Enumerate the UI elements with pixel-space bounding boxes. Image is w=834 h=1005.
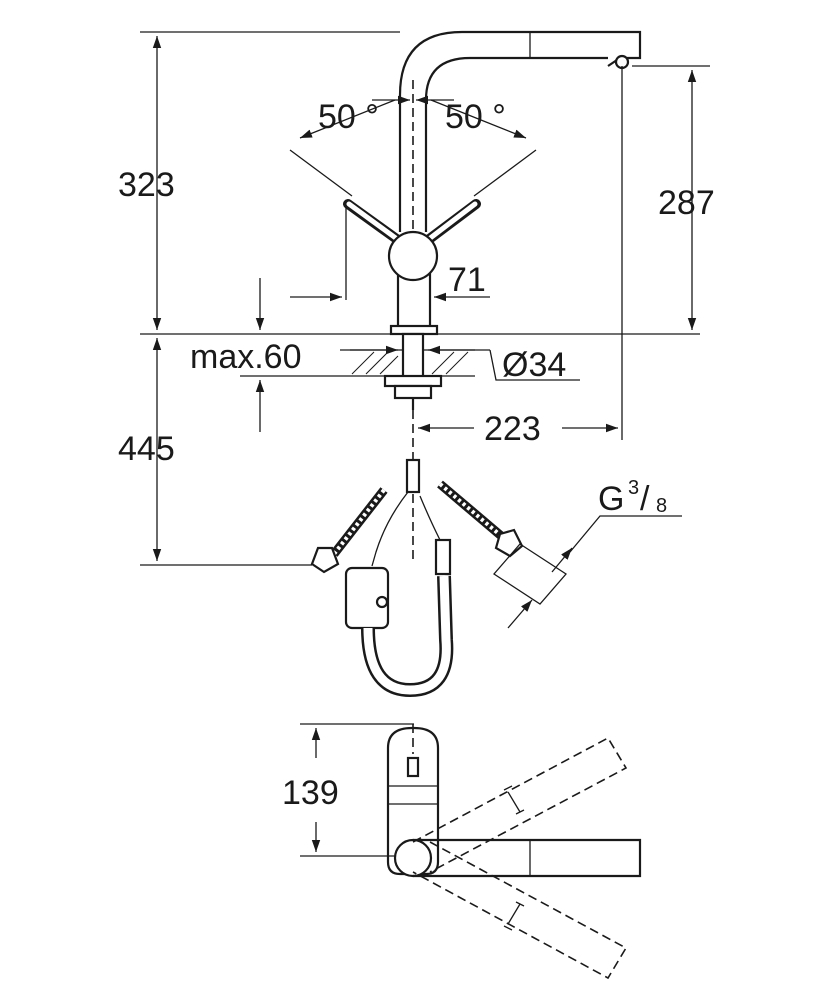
- angle-line-left: [289, 149, 353, 197]
- plan-spout-pivot: [393, 838, 433, 878]
- hose-coupling: [434, 538, 452, 576]
- dim-71: 71: [448, 261, 486, 299]
- dim-thread-denominator: 8: [656, 495, 667, 517]
- thread-leader-line: [569, 515, 682, 553]
- plan-spout-swivel-down: [412, 841, 628, 980]
- dim-thread-numerator: 3: [628, 477, 639, 499]
- dim-323: 323: [118, 166, 175, 204]
- pullout-hose-line: [371, 491, 409, 567]
- hose-fitting-right: [494, 528, 524, 558]
- dim-diameter-34: Ø34: [502, 346, 566, 384]
- faucet-base: [389, 324, 439, 336]
- lever-hub: [387, 230, 439, 282]
- angle-arc-left: [299, 99, 396, 139]
- mounting-nut: [383, 374, 443, 388]
- plan-spout-swivel-up: [412, 736, 628, 873]
- dim-thread-g: G: [598, 480, 624, 518]
- angle-line-right: [473, 149, 537, 197]
- svg-text:/: /: [640, 480, 650, 518]
- pullout-weight: [405, 458, 421, 494]
- faucet-elevation: [140, 30, 700, 698]
- dim-max-60: max.60: [190, 338, 302, 376]
- plan-spout-straight: [413, 838, 642, 878]
- dim-angle-right: 50 °: [445, 98, 506, 136]
- dim-angle-left: 50 °: [318, 98, 379, 136]
- spout-outline-inner: [424, 56, 608, 232]
- mounting-washer: [393, 384, 433, 400]
- faucet-plan-view: 139: [282, 723, 642, 980]
- dim-445: 445: [118, 430, 175, 468]
- faucet-body: [396, 270, 432, 330]
- dimensions-elevation: 323 287 50 ° 50 ° 71 max.60 Ø34 223 445: [118, 31, 715, 629]
- angle-arc-right: [430, 99, 527, 139]
- dim-223: 223: [484, 410, 541, 448]
- dim-139: 139: [282, 774, 339, 812]
- plan-lever-slot: [406, 756, 420, 778]
- thread-pipe-section: [493, 543, 567, 605]
- spout-outline-outer: [398, 30, 642, 232]
- hose-fitting-left: [310, 546, 340, 574]
- plan-body-outline: [386, 726, 440, 876]
- dim-287: 287: [658, 184, 715, 222]
